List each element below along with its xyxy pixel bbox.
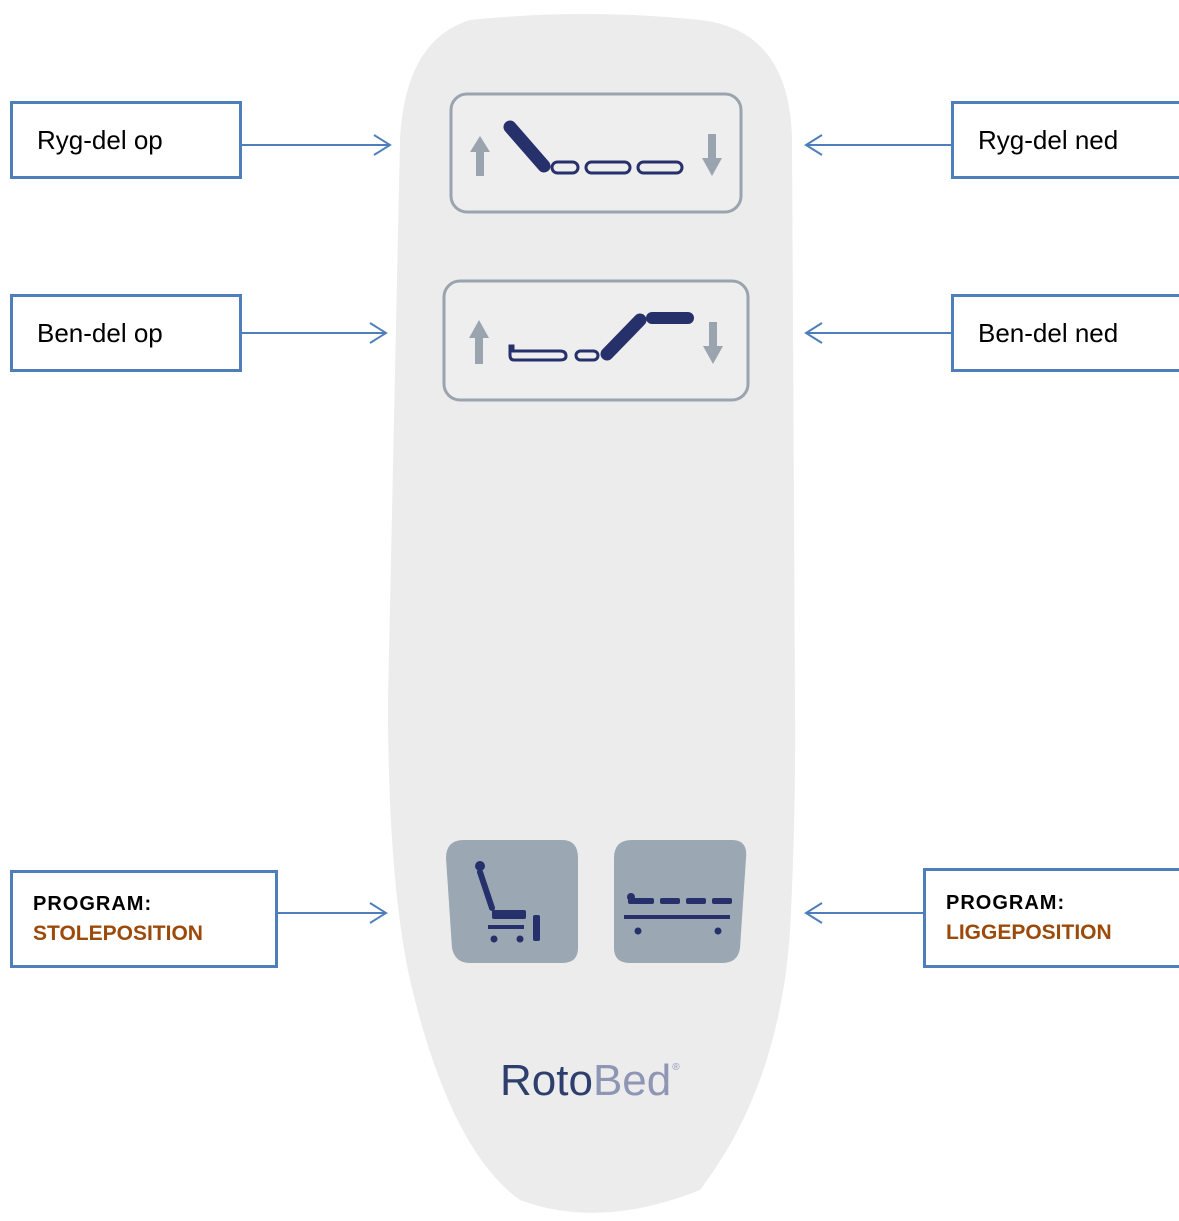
brand-registered-mark: ® [672,1062,680,1073]
label-leg-down: Ben-del ned [978,317,1119,348]
label-program-chair-title: PROGRAM: [33,892,153,915]
arrow-leg-down [804,322,952,344]
arrow-back-down [804,134,952,156]
arrow-down-icon [702,134,722,176]
backrest-icon [503,120,684,175]
callout-leg-down: Ben-del ned [951,294,1179,372]
label-back-down: Ryg-del ned [978,124,1119,155]
label-program-bed-value: LIGGEPOSITION [946,920,1112,944]
back-section-button[interactable] [449,92,743,214]
arrow-program-chair [278,902,388,924]
leg-section-button[interactable] [442,279,750,402]
arrow-back-up [242,134,392,156]
callout-back-down: Ryg-del ned [951,101,1179,179]
brand-roto: Roto [500,1056,593,1105]
label-program-chair-value: STOLEPOSITION [33,921,203,945]
brand-logo: RotoBed® [500,1056,680,1106]
callout-leg-up: Ben-del op [10,294,242,372]
brand-bed: Bed [592,1056,672,1105]
legrest-icon [508,312,694,362]
label-program-bed-title: PROGRAM: [946,891,1066,914]
callout-back-up: Ryg-del op [10,101,242,179]
arrow-up-icon [470,136,490,176]
arrow-up-icon [469,320,489,364]
arrow-down-icon [703,322,723,364]
flat-position-icon [624,893,732,935]
callout-program-bed: PROGRAM: LIGGEPOSITION [923,868,1179,968]
label-back-up: Ryg-del op [37,124,163,155]
program-chair-button[interactable] [446,840,578,963]
callout-program-chair: PROGRAM: STOLEPOSITION [10,870,278,968]
arrow-leg-up [240,322,388,344]
chair-position-icon [475,861,540,943]
program-bed-button[interactable] [614,840,747,963]
label-leg-up: Ben-del op [37,317,163,348]
arrow-program-bed [804,902,924,924]
